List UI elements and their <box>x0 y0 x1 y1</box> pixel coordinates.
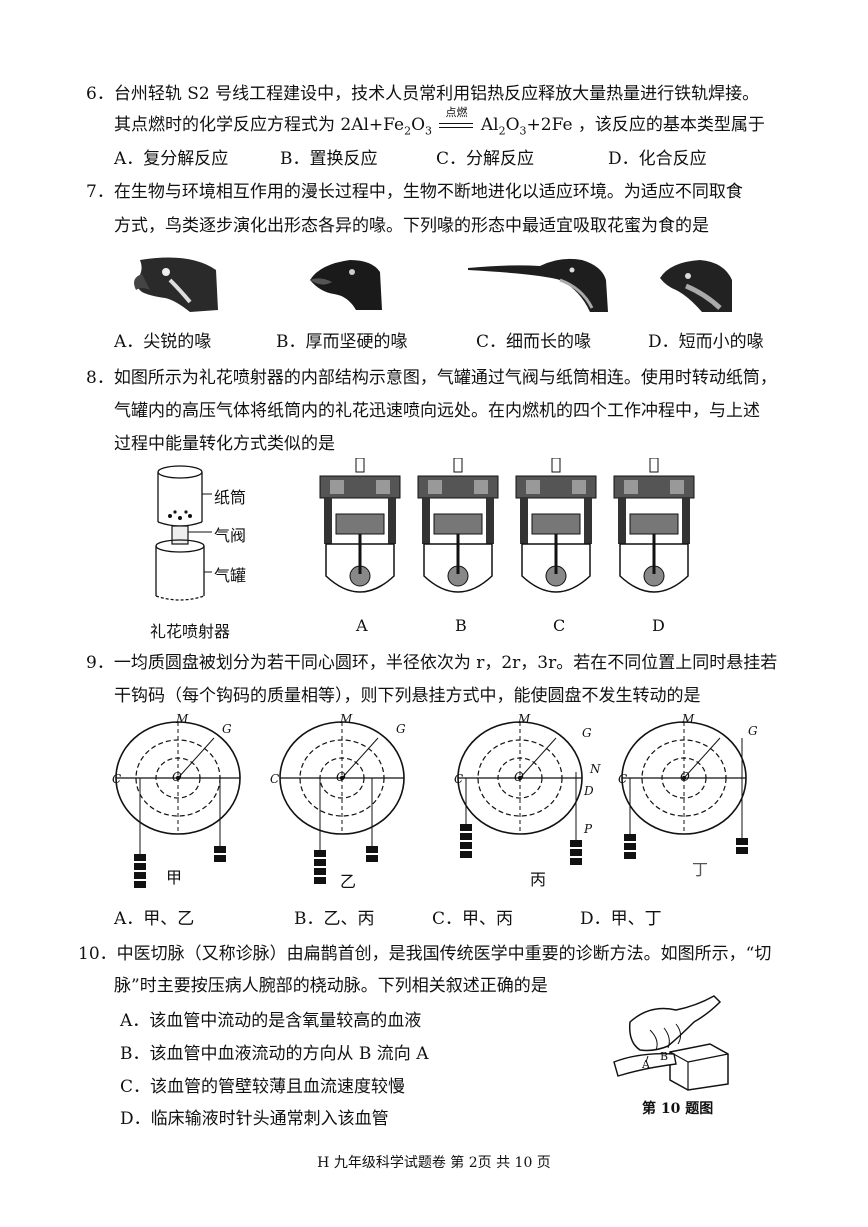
label-valve: 气阀 <box>214 526 247 545</box>
equation-reactants: 其点燃时的化学反应方程式为 2Al+Fe <box>114 115 405 135</box>
q7-options: A．尖锐的喙 B．厚而坚硬的喙 C．细而长的喙 D．短而小的喙 <box>114 331 814 353</box>
caption-yi: 乙 <box>340 872 357 891</box>
caption-firework-launcher: 礼花喷射器 <box>150 622 231 641</box>
q6-option-a[interactable]: A．复分解反应 <box>114 149 229 169</box>
disk-bing <box>457 721 583 866</box>
q8-stem-line2: 气罐内的高压气体将纸筒内的礼花迅速喷向远处。在内燃机的四个工作冲程中，与上述 <box>114 401 760 421</box>
q8-stem-line1: 8．如图所示为礼花喷射器的内部结构示意图，气罐通过气阀与纸筒相连。使用时转动纸筒… <box>86 368 777 388</box>
page-footer: H 九年级科学试题卷 第 2页 共 10 页 <box>317 1155 551 1171</box>
q6-option-d[interactable]: D．化合反应 <box>608 149 707 169</box>
q9-option-d[interactable]: D．甲、丁 <box>580 909 662 929</box>
q7-option-c[interactable]: C．细而长的喙 <box>476 332 592 352</box>
q10-option-c[interactable]: C．该血管的管壁较薄且血流速度较慢 <box>120 1077 406 1097</box>
condition-label: 点燃 <box>445 106 468 119</box>
point-g-bing: G <box>582 726 592 740</box>
q7-stem-line1: 7．在生物与环境相互作用的漫长过程中，生物不断地进化以适应环境。为适应不同取食 <box>86 182 743 202</box>
q7-option-b[interactable]: B．厚而坚硬的喙 <box>276 332 408 352</box>
q6-option-c[interactable]: C．分解反应 <box>436 149 535 169</box>
point-g-yi: G <box>396 722 406 736</box>
q8-stem-line3: 过程中能量转化方式类似的是 <box>114 434 335 454</box>
point-m-yi: M <box>340 712 353 726</box>
q9-stem-line2: 干钩码（每个钩码的质量相等），则下列悬挂方式中，能使圆盘不发生转动的是 <box>114 686 701 706</box>
q9-stem-line1: 9．一均质圆盘被划分为若干同心圆环，半径依次为 r，2r，3r。若在不同位置上同… <box>86 653 778 673</box>
point-n-bing: N <box>590 762 601 776</box>
pulse-diagnosis-figure <box>613 995 729 1091</box>
q9-options: A．甲、乙 B．乙、丙 C．甲、丙 D．甲、丁 <box>114 908 814 930</box>
point-o-ding: O <box>680 770 690 784</box>
q10-stem-line1: 10．中医切脉（又称诊脉）由扁鹊首创，是我国传统医学中重要的诊断方法。如图所示，… <box>78 944 772 964</box>
q6-options: A．复分解反应 B．置换反应 C．分解反应 D．化合反应 <box>114 148 814 170</box>
q7-stem-line2: 方式，鸟类逐步演化出形态各异的喙。下列喙的形态中最适宜吸取花蜜为食的是 <box>114 216 709 236</box>
bird-beaks-figure <box>134 257 732 312</box>
caption-bing: 丙 <box>530 870 547 889</box>
caption-q10-figure: 第 10 题图 <box>642 1101 714 1117</box>
equation-product: O <box>505 115 520 135</box>
q9-option-c[interactable]: C．甲、丙 <box>432 909 514 929</box>
q6-option-b[interactable]: B．置换反应 <box>280 149 378 169</box>
equation-product: Al <box>475 115 499 135</box>
engine-strokes-figure <box>318 458 696 594</box>
point-o-bing: O <box>514 770 524 784</box>
point-p-bing: P <box>584 822 593 836</box>
subscript: 3 <box>425 124 433 138</box>
point-m-bing: M <box>518 712 531 726</box>
q6-stem-line2: 其点燃时的化学反应方程式为 2Al+Fe2O3 点燃 Al2O3+2Fe ，该反… <box>114 106 765 142</box>
subscript: 3 <box>519 124 527 138</box>
q7-option-a[interactable]: A．尖锐的喙 <box>114 332 212 352</box>
point-c-bing: C <box>454 772 464 786</box>
label-gas-tank: 气罐 <box>214 566 247 585</box>
point-m-ding: M <box>682 712 695 726</box>
point-o-yi: O <box>336 770 346 784</box>
reaction-condition: 点燃 <box>437 106 475 136</box>
caption-jia: 甲 <box>166 868 183 887</box>
engine-label-a: A <box>356 616 368 635</box>
short-beak-image <box>660 260 732 312</box>
label-paper-tube: 纸筒 <box>214 488 247 507</box>
equation-tail: +2Fe ，该反应的基本类型属于 <box>526 115 765 135</box>
point-c-yi: C <box>270 772 280 786</box>
point-m-jia: M <box>176 712 189 726</box>
sharp-beak-image <box>134 257 218 312</box>
q6-stem-line1: 6．台州轻轨 S2 号线工程建设中，技术人员常利用铝热反应释放大量热量进行铁轨焊… <box>86 84 760 104</box>
figure-label-b: B <box>660 1050 669 1063</box>
engine-label-b: B <box>455 616 467 635</box>
q7-option-d[interactable]: D．短而小的喙 <box>648 332 764 352</box>
point-g-ding: G <box>748 724 758 738</box>
subscript: 2 <box>404 124 412 138</box>
q10-option-d[interactable]: D．临床输液时针头通常刺入该血管 <box>120 1109 389 1129</box>
point-c-ding: C <box>618 772 628 786</box>
disk-yi <box>279 721 405 885</box>
q10-stem-line2: 脉”时主要按压病人腕部的桡动脉。下列相关叙述正确的是 <box>114 976 548 996</box>
disk-diagrams-figure <box>115 721 749 889</box>
engine-label-d: D <box>652 616 665 635</box>
long-beak-image <box>468 258 608 312</box>
q9-option-b[interactable]: B．乙、丙 <box>294 909 375 929</box>
caption-ding: 丁 <box>692 860 709 879</box>
point-g-jia: G <box>222 722 232 736</box>
q9-option-a[interactable]: A．甲、乙 <box>114 909 195 929</box>
thick-beak-image <box>310 260 382 310</box>
q10-option-a[interactable]: A．该血管中流动的是含氧量较高的血液 <box>120 1011 422 1031</box>
disk-ding <box>621 721 749 860</box>
subscript: 2 <box>498 124 506 138</box>
firework-launcher-figure <box>155 465 212 601</box>
engine-label-c: C <box>553 616 566 635</box>
point-c-jia: C <box>112 772 122 786</box>
point-d-bing: D <box>584 784 594 798</box>
point-o-jia: O <box>172 770 182 784</box>
figure-label-a: A <box>642 1058 650 1071</box>
disk-jia <box>115 721 241 889</box>
q10-option-b[interactable]: B．该血管中血液流动的方向从 B 流向 A <box>120 1044 429 1064</box>
